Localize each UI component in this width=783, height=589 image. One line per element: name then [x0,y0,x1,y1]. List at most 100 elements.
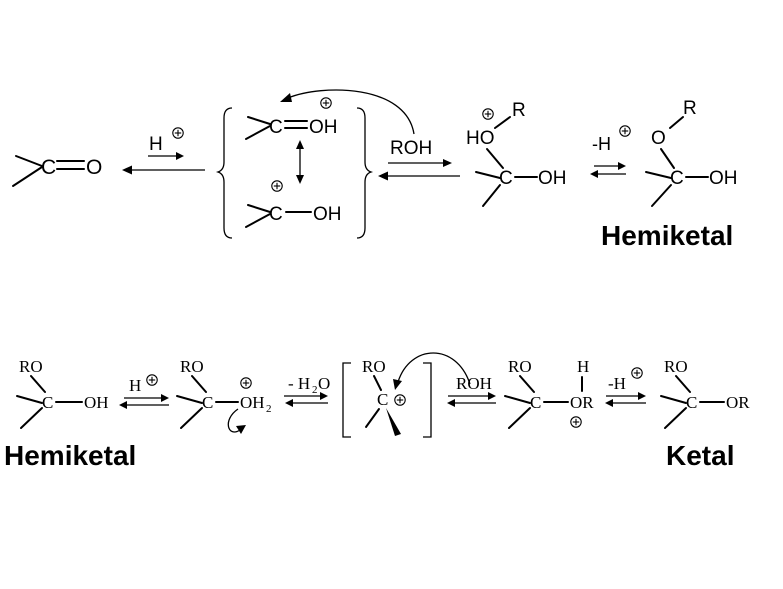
hemiketal-structure-2: RO C OH [16,357,109,429]
resonance-arrow [296,140,304,184]
arrowhead [488,392,496,400]
water-oxygen-label: O [318,374,330,393]
oxygen-label: O [651,128,666,149]
arrowhead [618,162,626,170]
hydroxyl-label: OH [313,204,342,225]
arrowhead [393,379,402,390]
arrowhead [320,392,328,400]
c-o-bond [660,148,675,169]
hydrogen-label: H [577,357,589,376]
c-o-bond [486,148,504,169]
arrowhead [176,152,184,160]
c-o-bond [191,375,207,393]
hydroxyl-label: OH [309,117,338,138]
positive-charge-icon [172,127,184,139]
methyl-bond [482,184,501,207]
arrowhead [447,399,455,407]
r-group-label: R [683,98,697,119]
methyl-bond [176,395,203,404]
protonation-arrow-2: H [119,374,169,409]
positive-charge-icon [570,416,582,428]
methyl-bond [245,125,271,140]
leaving-group-arrow [227,408,241,433]
arrowhead [443,159,452,167]
positive-charge-icon [619,125,631,137]
subscript-label: 2 [266,403,272,415]
r-group-label: R [512,100,526,121]
arrowhead [605,399,613,407]
carbon-label: C [377,390,388,409]
positive-charge-icon [271,180,283,192]
arrowhead [378,171,388,181]
carbocation-resonance-structure: C OH [245,180,342,228]
methyl-bond [20,407,43,429]
oxygen-label: O [86,156,102,179]
methyl-bond [247,204,271,213]
nucleophilic-attack-arrow [280,89,415,135]
alcohol-addition-arrow: ROH [378,138,460,181]
arrowhead [119,401,127,409]
arrowhead [296,140,304,149]
hemiketal-structure: R O C OH [645,98,738,207]
hemiketal-title-bottom: Hemiketal [4,440,136,471]
deprotonation-arrow-2: -H [605,367,646,407]
proton-label: H [129,376,141,395]
hemiketal-title-top: Hemiketal [601,220,733,251]
carbocation-structure: RO C [362,357,406,436]
c-o-bond [373,375,382,391]
arrowhead [638,392,646,400]
hydroxyl-label: OH [538,168,567,189]
carbon-label: C [202,393,213,412]
proton-label: H [149,134,163,155]
arrowhead [161,394,169,402]
positive-charge-icon [482,108,494,120]
arrowhead [280,93,292,102]
methyl-bond [16,395,43,404]
c-o-bond [519,375,535,393]
methyl-bond [180,407,203,429]
methyl-bond [645,171,672,179]
positive-charge-icon [631,367,643,379]
positive-charge-icon [394,394,406,406]
protonation-arrow-1: H [122,127,205,175]
curved-arrow [287,89,415,135]
carbon-label: C [686,393,697,412]
protonated-hemiketal-structure-2: RO C OH 2 [176,357,272,434]
arrowhead [590,170,598,178]
arrowhead [236,425,246,434]
carbon-label: C [41,156,56,179]
carbon-label: C [269,117,283,138]
right-brace [356,107,374,239]
oxonium-label: OH [240,393,265,412]
wedge-bond [386,408,401,436]
ether-label: OR [726,393,750,412]
alcohol-addition-arrow-2: ROH [447,374,496,407]
positive-charge-icon [146,374,158,386]
dehydration-arrow: - H 2 O [284,374,330,407]
left-brace [215,107,233,239]
hydroxyl-label: OH [84,393,109,412]
proton-loss-label: -H [592,134,611,154]
positive-charge-icon [320,97,332,109]
methyl-bond [475,171,501,179]
o-r-bond [669,116,684,129]
oxonium-resonance-structure: C OH [245,97,338,140]
water-loss-label: - H [288,374,310,393]
methyl-bond [12,166,43,187]
carbon-label: C [499,168,513,189]
proton-loss-label: -H [608,374,626,393]
c-o-bond [30,375,46,393]
carbon-label: C [670,168,684,189]
methyl-bond [660,395,687,404]
deprotonation-arrow-1: -H [590,125,631,178]
left-bracket [342,362,351,438]
hydroxyl-label: HO [466,128,495,149]
subscript-label: 2 [312,384,318,396]
positive-charge-icon [240,377,252,389]
methyl-bond [504,395,531,404]
methyl-bond [664,407,687,429]
arrowhead [285,399,293,407]
curved-arrow [397,352,471,385]
ether-label: OR [570,393,594,412]
alkoxy-label: RO [508,357,532,376]
